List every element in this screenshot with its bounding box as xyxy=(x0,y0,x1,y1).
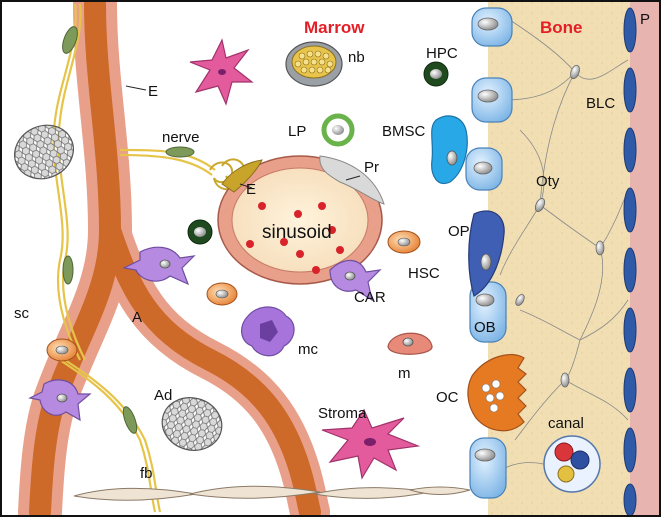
label-oc: OC xyxy=(436,389,459,406)
hsc-nuclei xyxy=(55,237,411,355)
car-cells xyxy=(28,246,382,422)
label-e-mid: E xyxy=(246,181,256,198)
lp-cell xyxy=(321,113,355,147)
label-p: P xyxy=(640,11,650,28)
label-car: CAR xyxy=(354,289,386,306)
label-hpc: HPC xyxy=(426,45,458,62)
op-cell xyxy=(468,210,505,297)
pointer-lines xyxy=(125,85,361,189)
label-e-top: E xyxy=(148,83,158,100)
label-ob: OB xyxy=(474,319,496,336)
fibroblasts xyxy=(73,485,471,501)
label-canal: canal xyxy=(548,415,584,432)
artery xyxy=(18,0,330,517)
stroma-nuclei xyxy=(218,69,376,446)
label-nerve: nerve xyxy=(162,129,200,146)
label-m: m xyxy=(398,365,411,382)
lining-cell-nuclei xyxy=(473,17,499,462)
oc-cell xyxy=(467,354,527,432)
osteocytes xyxy=(515,64,605,388)
bone-title: Bone xyxy=(540,18,583,37)
label-pr: Pr xyxy=(364,159,379,176)
label-hsc: HSC xyxy=(408,265,440,282)
label-ad: Ad xyxy=(154,387,172,404)
label-sinusoid: sinusoid xyxy=(262,222,332,243)
label-mc: mc xyxy=(298,341,318,358)
bone-matrix xyxy=(488,2,630,515)
label-blc: BLC xyxy=(586,95,615,112)
label-sc: sc xyxy=(14,305,30,322)
canaliculi-network xyxy=(499,19,629,471)
periosteal-cells xyxy=(623,7,637,517)
label-a: A xyxy=(132,309,142,326)
bmsc-cell xyxy=(431,115,468,185)
schwann-cells xyxy=(62,26,195,434)
mc-cell xyxy=(241,306,295,357)
adipocytes xyxy=(14,124,223,451)
red-blood-cells xyxy=(246,202,344,274)
marrow-title: Marrow xyxy=(304,18,365,37)
hpc-cells xyxy=(187,61,449,245)
label-op: OP xyxy=(448,223,470,240)
label-bmsc: BMSC xyxy=(382,123,426,140)
m-cell xyxy=(387,332,433,355)
bone-canal xyxy=(543,435,601,493)
label-lp: LP xyxy=(288,123,306,140)
label-nb: nb xyxy=(348,49,365,66)
nb-cell xyxy=(285,41,343,87)
label-oty: Oty xyxy=(536,173,560,190)
label-stroma: Stroma xyxy=(318,405,367,422)
car-nuclei xyxy=(56,259,356,403)
label-fb: fb xyxy=(140,465,153,482)
